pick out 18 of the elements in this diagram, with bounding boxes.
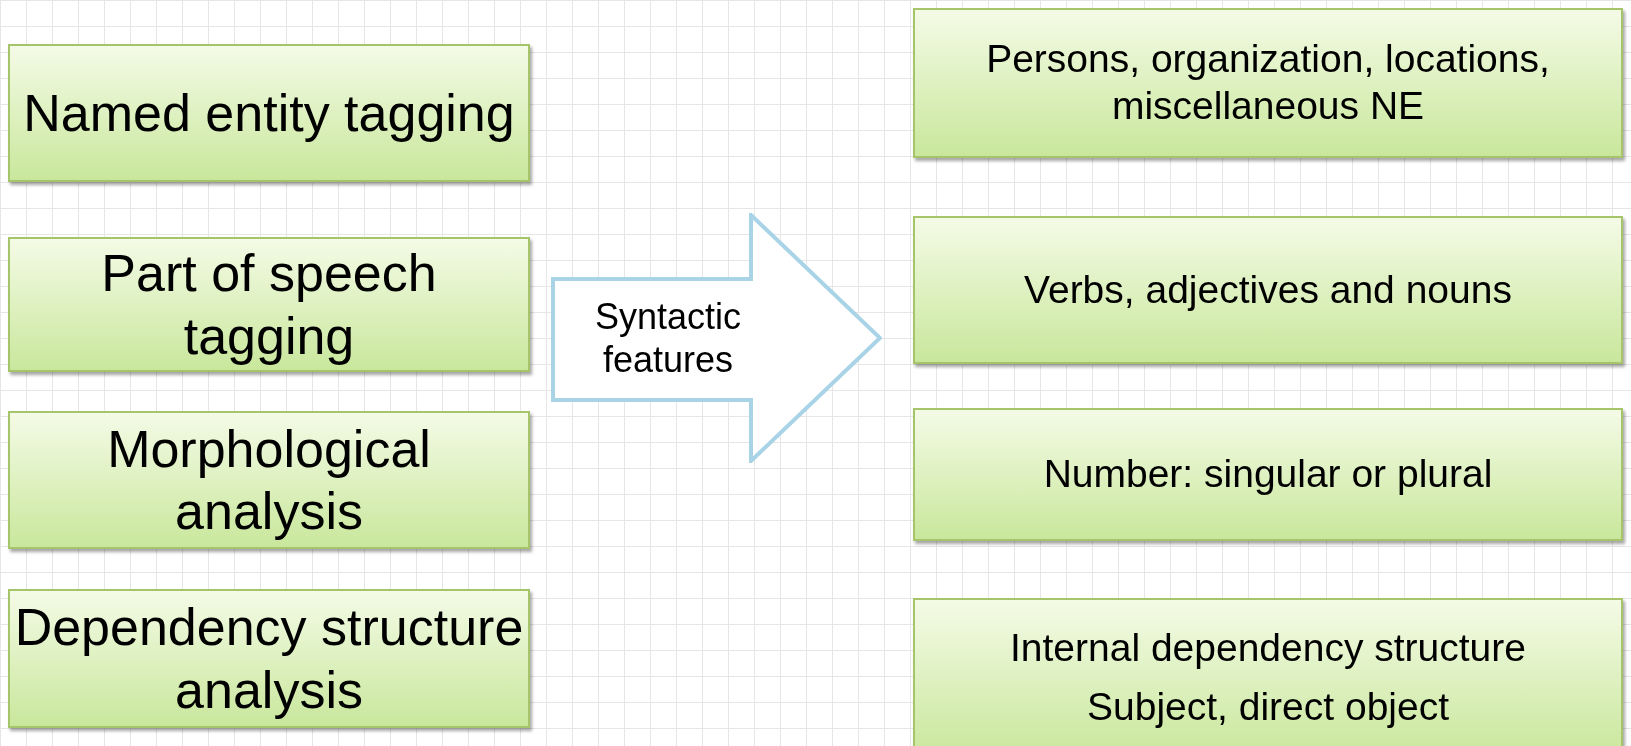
box-label: Part of speech tagging [100,243,438,367]
result-box [913,216,1623,364]
process-box [8,237,530,372]
box-label: Subject, direct object [1087,684,1449,730]
result-box [913,408,1623,541]
box-label: Persons, organization, locations, miscellaneous NE [985,36,1551,129]
block-arrow [551,213,882,463]
process-box [8,411,530,549]
box-label: Number: singular or plural [1043,451,1493,498]
process-box [8,44,530,182]
box-label: Internal dependency structure [1010,625,1526,672]
box-label: Morphological analysis [106,418,432,542]
result-box [913,8,1623,158]
box-label: Dependency structure analysis [13,597,525,721]
box-label: Verbs, adjectives and nouns [1024,266,1512,313]
result-box [913,598,1623,746]
box-label: Named entity tagging [23,82,515,144]
arrow-label: Syntactic features [593,294,743,382]
